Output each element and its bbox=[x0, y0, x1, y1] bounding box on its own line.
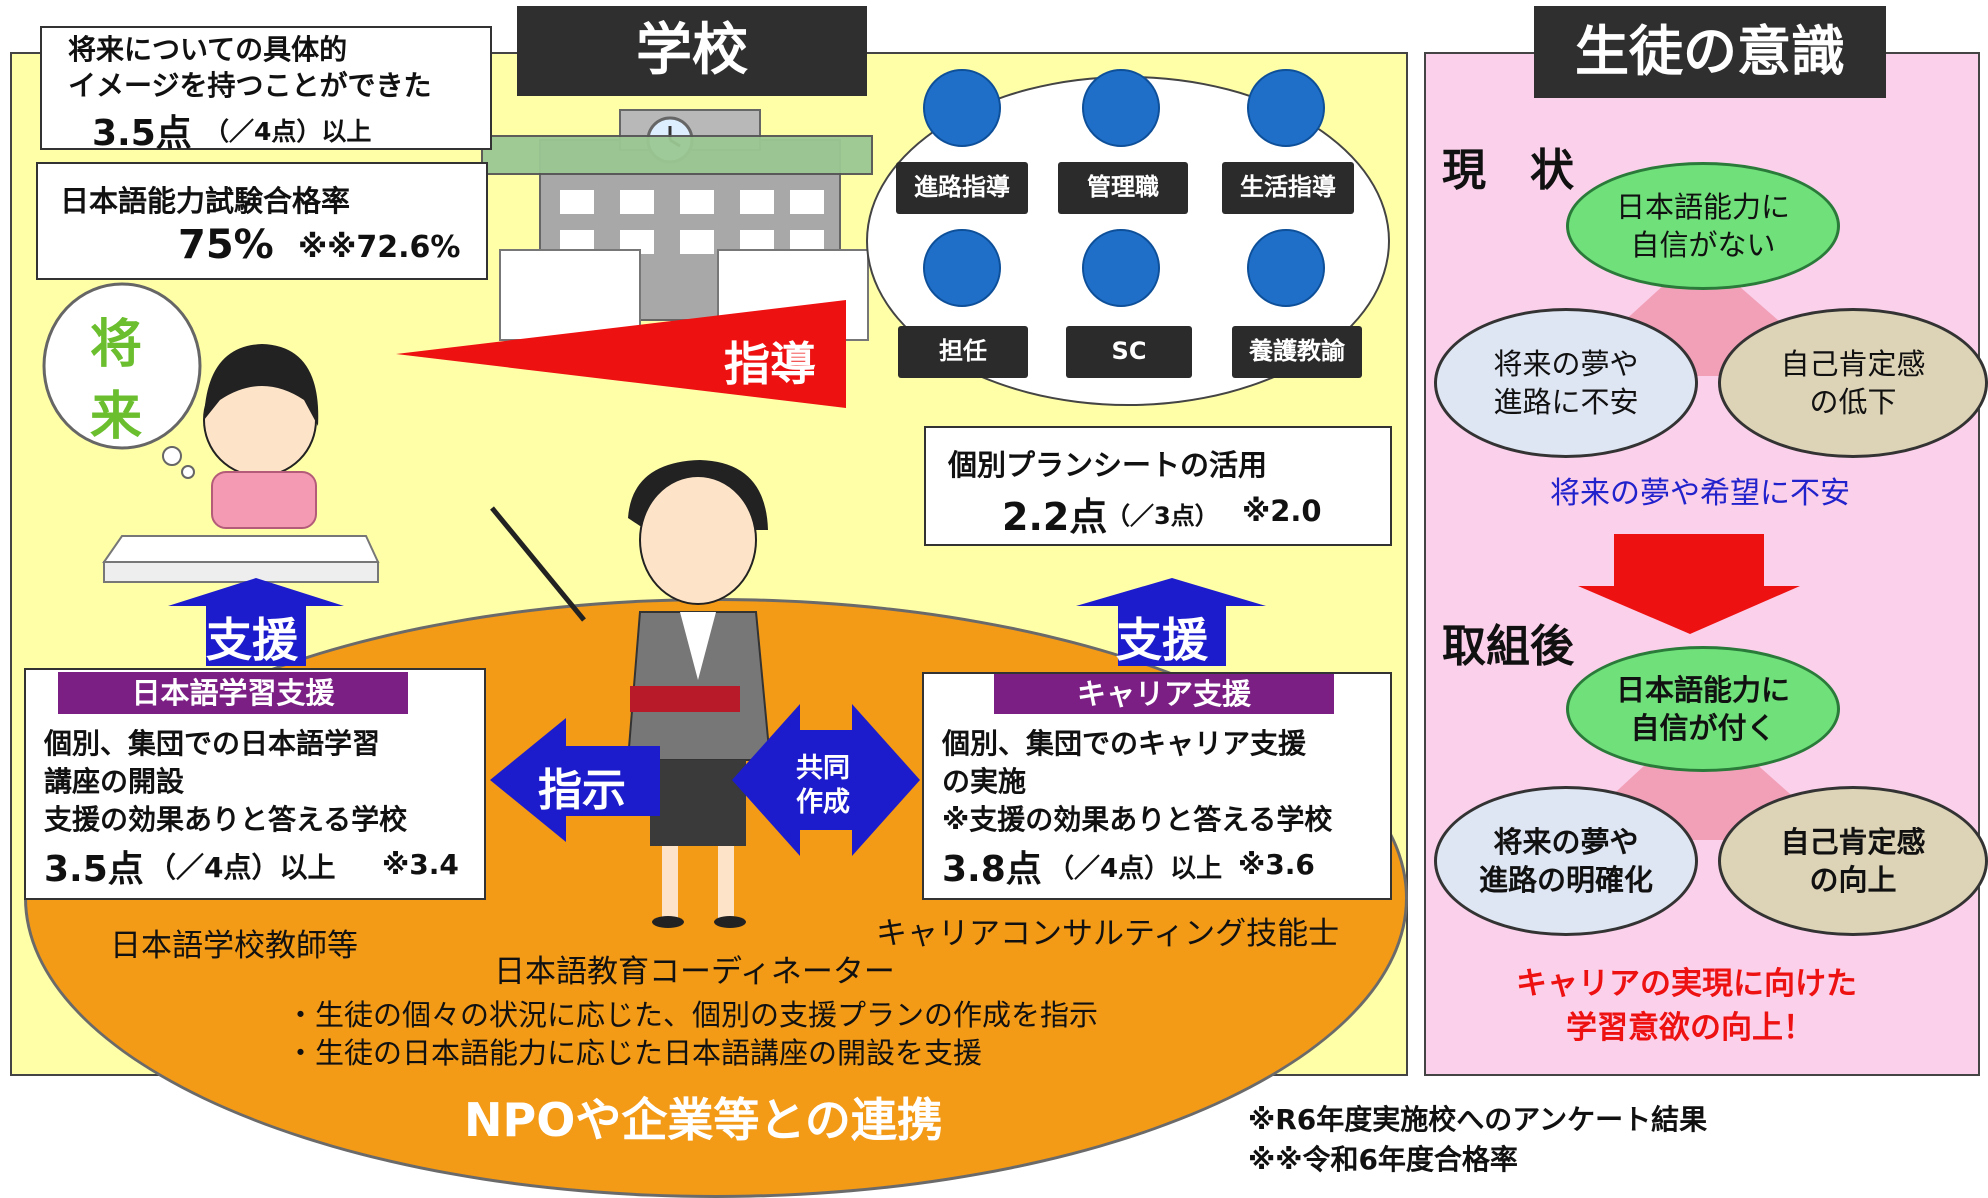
footnote-1: ※R6年度実施校へのアンケート結果 bbox=[1248, 1103, 1708, 1136]
current-top-line2: 自信がない bbox=[1630, 228, 1776, 262]
after-right-line2: の向上 bbox=[1809, 863, 1897, 897]
right-support-score-note: （／4点）以上 bbox=[1048, 854, 1223, 884]
left-support-note: ※3.4 bbox=[382, 848, 459, 881]
plan-sheet-label: 個別プランシートの活用 bbox=[948, 448, 1268, 482]
current-caption: 将来の夢や希望に不安 bbox=[1550, 476, 1850, 511]
career-support-header: キャリア支援 bbox=[994, 674, 1334, 714]
support-label-left: 支援 bbox=[206, 613, 298, 667]
current-left-line2: 進路に不安 bbox=[1493, 385, 1639, 419]
left-support-score: 3.5点 bbox=[44, 849, 144, 890]
partnership-label: NPOや企業等との連携 bbox=[464, 1093, 943, 1147]
jlpt-value: 75% bbox=[178, 222, 274, 268]
staff-homeroom-teacher: 担任 bbox=[898, 326, 1028, 378]
after-left-line1: 将来の夢や bbox=[1493, 825, 1639, 859]
current-top-ellipse: 日本語能力に自信がない bbox=[1566, 162, 1840, 290]
after-right-ellipse: 自己肯定感の向上 bbox=[1718, 786, 1988, 936]
right-support-line2: の実施 bbox=[942, 765, 1027, 798]
right-support-line1: 個別、集団でのキャリア支援 bbox=[942, 727, 1307, 760]
right-support-note: ※3.6 bbox=[1238, 848, 1315, 881]
after-top-ellipse: 日本語能力に自信が付く bbox=[1566, 646, 1840, 772]
plan-sheet-note: ※2.0 bbox=[1242, 494, 1322, 528]
after-top-line1: 日本語能力に bbox=[1615, 673, 1790, 707]
after-caption-1: キャリアの実現に向けた bbox=[1516, 966, 1857, 1002]
staff-nurse-teacher: 養護教諭 bbox=[1232, 326, 1362, 378]
after-left-line2: 進路の明確化 bbox=[1478, 863, 1653, 897]
japanese-learning-support-header: 日本語学習支援 bbox=[58, 672, 408, 714]
after-right-line1: 自己肯定感 bbox=[1780, 825, 1926, 859]
coordinator-title: 日本語教育コーディネーター bbox=[494, 954, 895, 990]
jlpt-note: ※※72.6% bbox=[298, 230, 461, 265]
student-awareness-title: 生徒の意識 bbox=[1534, 6, 1886, 98]
current-left-ellipse: 将来の夢や進路に不安 bbox=[1434, 308, 1698, 458]
current-left-line1: 将来の夢や bbox=[1493, 347, 1639, 381]
staff-career-guidance: 進路指導 bbox=[896, 162, 1028, 214]
current-right-line1: 自己肯定感 bbox=[1780, 347, 1926, 381]
individual-plan-sheet-box: 個別プランシートの活用 2.2点 （／3点） ※2.0 bbox=[924, 426, 1392, 546]
left-support-line1: 個別、集団での日本語学習 bbox=[44, 727, 381, 760]
future-image-score: 3.5点 bbox=[92, 113, 192, 154]
left-support-line3: 支援の効果ありと答える学校 bbox=[44, 803, 408, 836]
right-support-score: 3.8点 bbox=[942, 849, 1042, 890]
support-label-right: 支援 bbox=[1116, 613, 1208, 667]
current-top-line1: 日本語能力に bbox=[1615, 190, 1790, 224]
joint-label-1: 共同 bbox=[796, 753, 850, 784]
staff-management: 管理職 bbox=[1058, 162, 1188, 214]
left-actor: 日本語学校教師等 bbox=[110, 928, 358, 964]
future-bubble-char1: 将 bbox=[90, 315, 143, 375]
after-top-line2: 自信が付く bbox=[1630, 711, 1776, 745]
guidance-label: 指導 bbox=[724, 337, 816, 391]
jlpt-pass-rate-box: 日本語能力試験合格率 75% ※※72.6% bbox=[36, 162, 488, 280]
future-bubble-char2: 来 bbox=[90, 387, 143, 447]
japanese-learning-support-box: 日本語学習支援 個別、集団での日本語学習 講座の開設 支援の効果ありと答える学校… bbox=[24, 668, 486, 900]
career-support-box: キャリア支援 個別、集団でのキャリア支援 の実施 ※支援の効果ありと答える学校 … bbox=[922, 672, 1392, 900]
coordinator-bullet2: ・生徒の日本語能力に応じた日本語講座の開設を支援 bbox=[286, 1036, 983, 1070]
after-left-ellipse: 将来の夢や進路の明確化 bbox=[1434, 786, 1698, 936]
future-image-line1: 将来についての具体的 bbox=[68, 33, 348, 66]
right-support-line3: ※支援の効果ありと答える学校 bbox=[942, 803, 1333, 836]
staff-school-counselor: SC bbox=[1066, 326, 1192, 378]
school-title: 学校 bbox=[517, 6, 867, 96]
current-status-label: 現 状 bbox=[1442, 145, 1574, 196]
instruct-label: 指示 bbox=[538, 765, 626, 816]
joint-label-2: 作成 bbox=[796, 787, 850, 818]
after-caption-2: 学習意欲の向上！ bbox=[1566, 1010, 1814, 1046]
left-support-score-note: （／4点）以上 bbox=[148, 851, 336, 884]
school-building-illustration bbox=[481, 109, 873, 341]
plan-sheet-score: 2.2点 bbox=[1002, 495, 1108, 539]
plan-sheet-score-note: （／3点） bbox=[1106, 502, 1219, 530]
right-actor: キャリアコンサルティング技能士 bbox=[876, 916, 1340, 952]
jlpt-label: 日本語能力試験合格率 bbox=[60, 184, 351, 218]
left-support-line2: 講座の開設 bbox=[44, 765, 185, 798]
future-image-box: 将来についての具体的 イメージを持つことができた 3.5点 （／4点）以上 bbox=[40, 26, 492, 154]
after-label: 取組後 bbox=[1442, 621, 1574, 672]
current-right-line2: の低下 bbox=[1809, 385, 1897, 419]
current-right-ellipse: 自己肯定感の低下 bbox=[1718, 308, 1988, 458]
future-image-line2: イメージを持つことができた bbox=[68, 69, 432, 102]
coordinator-bullet1: ・生徒の個々の状況に応じた、個別の支援プランの作成を指示 bbox=[286, 998, 1099, 1032]
future-image-score-note: （／4点）以上 bbox=[204, 117, 372, 146]
footnote-2: ※※令和6年度合格率 bbox=[1248, 1143, 1518, 1176]
staff-life-guidance: 生活指導 bbox=[1222, 162, 1354, 214]
